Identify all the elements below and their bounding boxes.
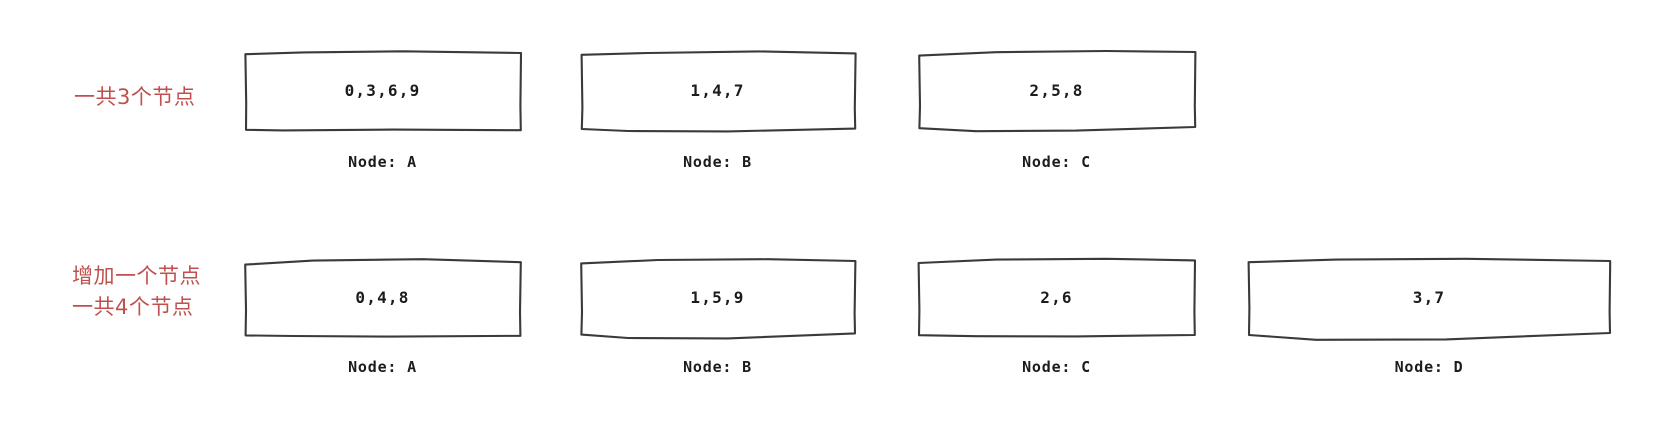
node-keys-row2-d: 3,7 xyxy=(1412,287,1446,307)
node-keys-row1-c: 2,5,8 xyxy=(1029,80,1084,100)
box-outline-sketch xyxy=(918,49,1197,133)
box-outline-sketch xyxy=(244,50,523,132)
node-caption-row2-a: Node: A xyxy=(348,358,417,376)
node-keys-row1-a: 0,3,6,9 xyxy=(344,80,421,100)
node-box-row2-b[interactable]: 1,5,9 xyxy=(580,258,857,340)
node-box-row2-c[interactable]: 2,6 xyxy=(917,257,1197,338)
box-outline-sketch xyxy=(580,50,857,133)
annotation-row-2: 增加一个节点 一共4个节点 xyxy=(72,261,201,323)
node-caption-row1-b: Node: B xyxy=(683,153,752,171)
box-outline-sketch xyxy=(1247,257,1612,341)
node-caption-row1-a: Node: A xyxy=(348,153,417,171)
node-keys-row2-c: 2,6 xyxy=(1040,287,1073,307)
annotation-row-2-line-1: 增加一个节点 xyxy=(72,264,201,288)
annotation-row-1: 一共3个节点 xyxy=(74,82,195,113)
box-outline-sketch xyxy=(917,257,1197,338)
box-outline-sketch xyxy=(580,258,857,340)
node-keys-row1-b: 1,4,7 xyxy=(690,80,745,100)
node-keys-row2-a: 0,4,8 xyxy=(355,287,410,307)
node-caption-row2-d: Node: D xyxy=(1394,358,1464,376)
node-caption-row2-b: Node: B xyxy=(683,358,752,376)
node-caption-row2-c: Node: C xyxy=(1022,358,1091,376)
node-box-row2-a[interactable]: 0,4,8 xyxy=(244,258,522,338)
node-box-row1-a[interactable]: 0,3,6,9 xyxy=(244,50,523,132)
node-box-row2-d[interactable]: 3,7 xyxy=(1247,257,1612,341)
node-box-row1-c[interactable]: 2,5,8 xyxy=(918,49,1197,133)
annotation-row-2-line-2: 一共4个节点 xyxy=(72,295,194,319)
annotation-row-1-line-1: 一共3个节点 xyxy=(74,85,196,109)
node-keys-row2-b: 1,5,9 xyxy=(690,287,745,307)
node-caption-row1-c: Node: C xyxy=(1022,153,1091,171)
node-box-row1-b[interactable]: 1,4,7 xyxy=(580,50,857,133)
box-outline-sketch xyxy=(244,258,522,338)
